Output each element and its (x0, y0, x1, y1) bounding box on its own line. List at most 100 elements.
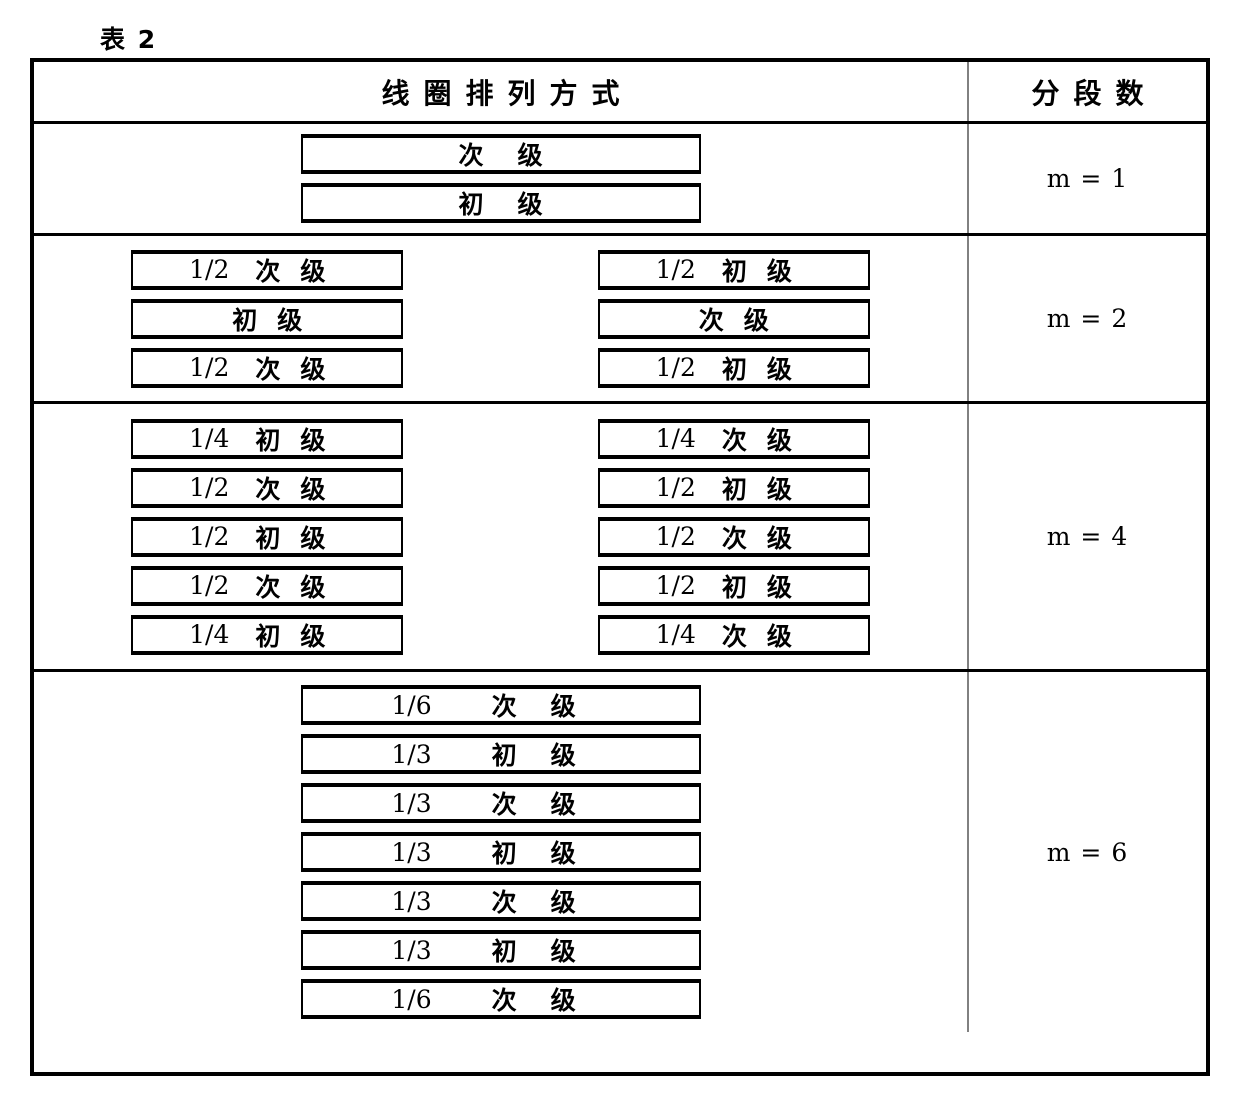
winding-label: 次级 (255, 354, 346, 384)
winding-bar: 1/3 初级 (300, 832, 701, 872)
winding-fraction: 1/2 (655, 353, 696, 382)
winding-label: 初级 (491, 937, 610, 966)
winding-fraction: 1/4 (189, 424, 230, 453)
winding-label: 次级 (255, 572, 346, 602)
winding-bar: 1/2 初级 (131, 516, 404, 557)
winding-bar: 1/3 初级 (300, 930, 701, 970)
winding-bar: 1/2 次级 (131, 347, 404, 388)
winding-bar: 1/2 初级 (597, 347, 870, 388)
winding-label: 初级 (232, 305, 323, 335)
winding-stack-group: 次级初级 (34, 122, 967, 235)
winding-fraction: 1/2 (655, 571, 696, 600)
header-label-sections: 分段数 (1031, 76, 1158, 110)
winding-bar: 1/2 次级 (131, 249, 404, 290)
header-cell-sections: 分段数 (967, 62, 1206, 121)
winding-label: 初级 (721, 474, 812, 504)
winding-label: 初级 (255, 425, 346, 455)
winding-bar: 初级 (131, 298, 404, 339)
header-cell-arrangement: 线圈排列方式 (34, 62, 967, 121)
winding-column: 次级初级 (300, 134, 701, 223)
winding-fraction: 1/2 (655, 522, 696, 551)
winding-label: 初级 (721, 354, 812, 384)
winding-bar: 1/3 次级 (300, 881, 701, 921)
winding-fraction: 1/6 (391, 690, 432, 720)
winding-fraction: 1/4 (655, 620, 696, 649)
sections-label: m = 6 (1046, 837, 1129, 867)
sections-cell: m = 6 (967, 672, 1206, 1032)
winding-bar: 1/2 次级 (597, 516, 870, 557)
winding-bar: 次级 (300, 134, 701, 174)
winding-bar: 次级 (597, 298, 870, 339)
winding-label: 次级 (491, 888, 610, 917)
winding-fraction: 1/2 (189, 353, 230, 382)
winding-fraction: 1/2 (189, 571, 230, 600)
winding-bar: 1/6 次级 (300, 685, 701, 725)
winding-fraction: 1/3 (391, 788, 432, 818)
winding-fraction: 1/3 (391, 935, 432, 965)
winding-bar: 1/3 初级 (300, 734, 701, 774)
winding-fraction: 1/2 (189, 255, 230, 284)
winding-label: 次级 (255, 256, 346, 286)
winding-label: 次级 (255, 474, 346, 504)
winding-label: 初级 (491, 839, 610, 868)
sections-cell: m = 4 (967, 404, 1206, 669)
sections-label: m = 4 (1046, 522, 1129, 551)
winding-fraction: 1/6 (391, 984, 432, 1014)
winding-label: 次级 (721, 621, 812, 651)
winding-fraction: 1/3 (391, 739, 432, 769)
sections-cell: m = 2 (967, 236, 1206, 401)
winding-bar: 1/2 初级 (597, 467, 870, 508)
winding-fraction: 1/4 (655, 424, 696, 453)
winding-bar: 1/3 次级 (300, 783, 701, 823)
winding-bar: 1/2 次级 (131, 565, 404, 606)
winding-fraction: 1/2 (189, 522, 230, 551)
winding-label: 次级 (458, 141, 577, 170)
winding-fraction: 1/3 (391, 837, 432, 867)
table-header-row: 线圈排列方式 分段数 (34, 62, 1206, 124)
winding-bar: 1/4 次级 (597, 614, 870, 655)
winding-fraction: 1/2 (655, 255, 696, 284)
winding-fraction: 1/4 (189, 620, 230, 649)
winding-fraction: 1/3 (391, 886, 432, 916)
winding-bar: 1/2 次级 (131, 467, 404, 508)
winding-bar: 1/2 初级 (597, 249, 870, 290)
sections-label: m = 1 (1046, 164, 1129, 193)
winding-fraction: 1/2 (189, 473, 230, 502)
winding-bar: 1/4 初级 (131, 418, 404, 459)
sections-label: m = 2 (1046, 304, 1129, 333)
winding-label: 初级 (491, 741, 610, 770)
table-caption: 表 2 (100, 25, 158, 54)
winding-label: 初级 (458, 190, 577, 219)
winding-bar: 初级 (300, 183, 701, 223)
winding-label: 初级 (255, 523, 346, 553)
winding-label: 次级 (721, 523, 812, 553)
sections-cell: m = 1 (967, 124, 1206, 233)
winding-label: 次级 (491, 790, 610, 819)
winding-label: 次级 (698, 305, 789, 335)
winding-label: 次级 (491, 692, 610, 721)
winding-label: 初级 (721, 256, 812, 286)
arrangement-cell: 次级初级 (34, 124, 967, 233)
winding-fraction: 1/2 (655, 473, 696, 502)
table-row: 次级初级 m = 1 (34, 124, 1206, 236)
header-label-arrangement: 线圈排列方式 (381, 76, 634, 110)
